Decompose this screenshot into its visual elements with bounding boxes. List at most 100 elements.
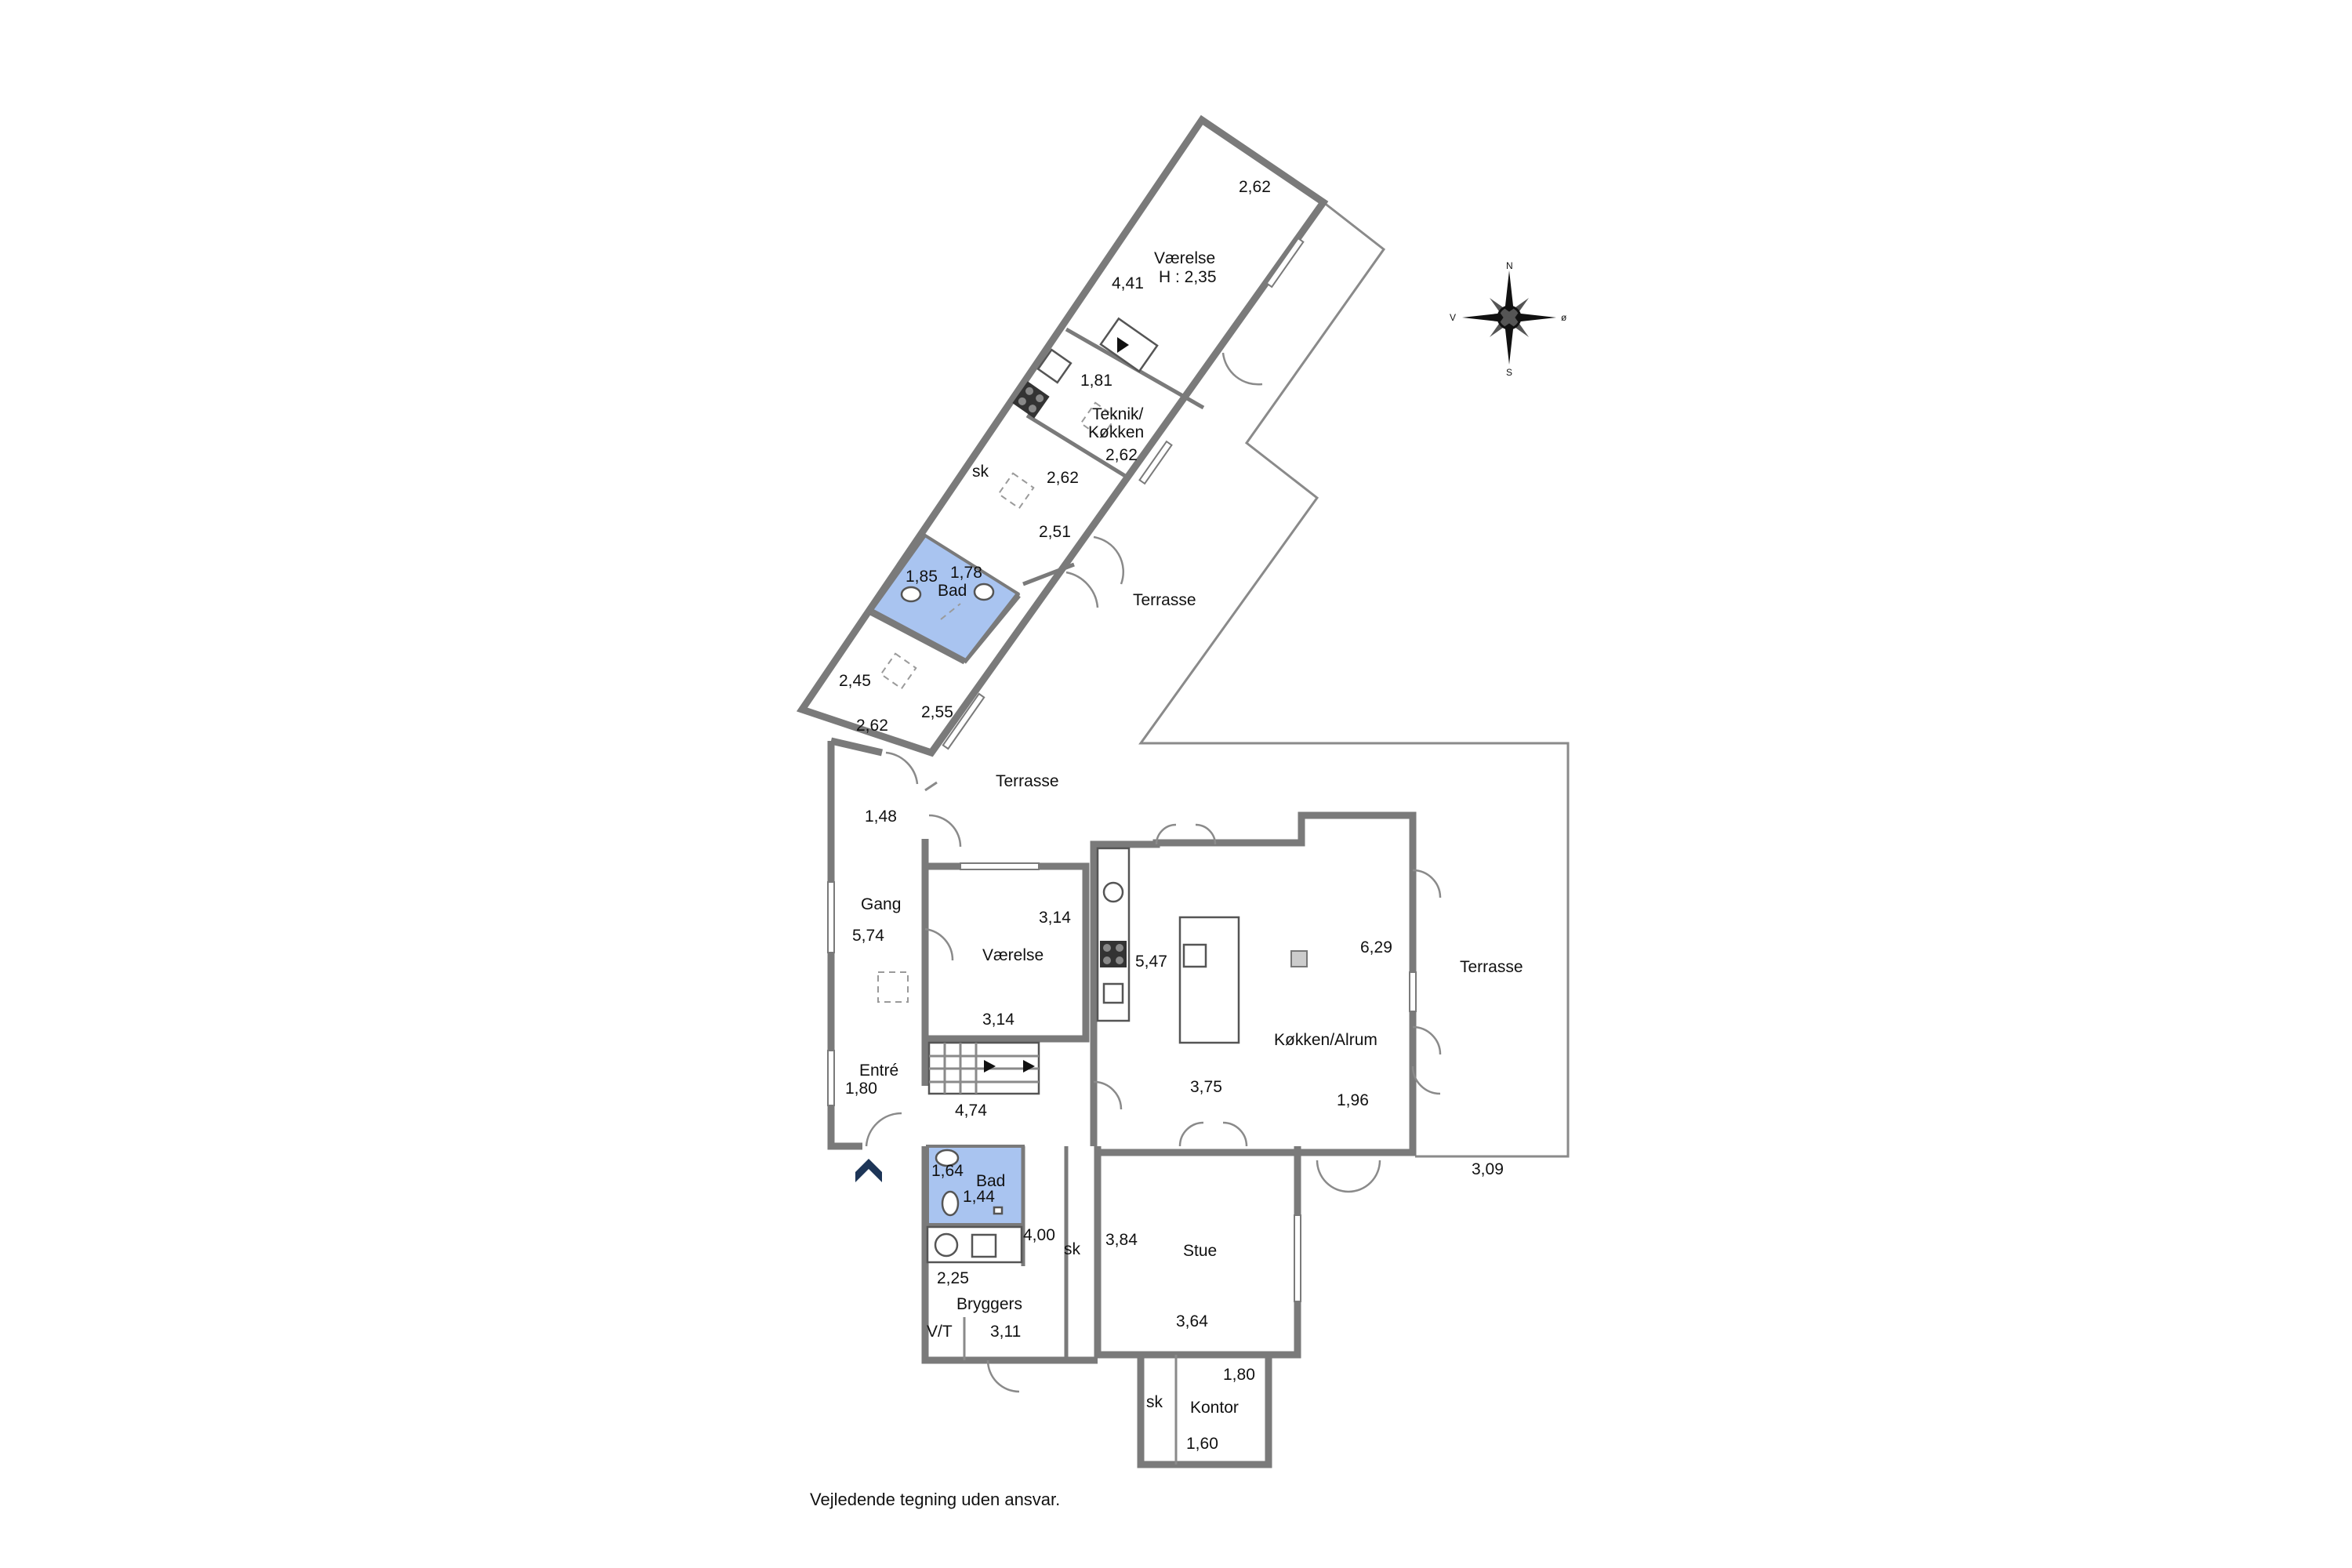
- dimension-label: 2,62: [856, 717, 888, 735]
- dimension-label: 1,44: [963, 1188, 995, 1206]
- door-arc-kitchen-top-l: [1155, 823, 1177, 845]
- door-arc-kitchen-east-3: [1411, 1065, 1441, 1095]
- door-arc-stue-terr-l: [1316, 1160, 1349, 1193]
- column-icon: [1290, 950, 1308, 967]
- dimension-label: 5,47: [1135, 953, 1167, 971]
- door-arc-stue-l: [1178, 1121, 1204, 1147]
- door-arc-stue-r: [1222, 1121, 1248, 1147]
- washbasin-icon-bottom: [935, 1149, 960, 1167]
- toilet-icon-bottom: [941, 1190, 960, 1217]
- room-label-terrasse-1: Terrasse: [1133, 591, 1196, 609]
- washing-machine-icon: [934, 1232, 959, 1258]
- dimension-label: 5,74: [852, 927, 884, 945]
- annex-wall-bad-bottom: [869, 611, 966, 665]
- windows: [827, 237, 1417, 1302]
- abbrev-vt: V/T: [927, 1323, 953, 1341]
- annex-wall-corridor: [1022, 562, 1075, 586]
- door-arc-gang: [928, 814, 962, 848]
- kitchen-outer-wall: [1090, 811, 1417, 1156]
- door-arc-entre: [865, 1112, 902, 1147]
- disclaimer-note: Vejledende tegning uden ansvar.: [810, 1490, 1060, 1509]
- door-arc-kitchen-hall: [1093, 1080, 1123, 1110]
- dimension-label: 1,48: [865, 808, 897, 826]
- dimension-label: 1,85: [906, 568, 938, 586]
- annex-stove-icon: [1012, 381, 1050, 419]
- dimension-label: 1,78: [950, 564, 982, 582]
- dishwasher-icon: [1102, 982, 1124, 1004]
- room-label-stue: Stue: [1183, 1242, 1217, 1260]
- annex-wall-teknik-gang: [1025, 413, 1131, 481]
- compass-v: V: [1450, 312, 1456, 323]
- dimension-label: 1,64: [931, 1162, 964, 1180]
- entrance-arrow-icon: [855, 1159, 882, 1182]
- dimension-label: 6,29: [1360, 938, 1392, 956]
- dimension-label: 1,80: [1223, 1366, 1255, 1384]
- stair-arrow-icon: [984, 1060, 996, 1073]
- room-label-vaerelse-top: Værelse: [1154, 249, 1215, 267]
- dimension-label: 1,96: [1337, 1091, 1369, 1109]
- bryggers-sink-icon: [971, 1233, 997, 1258]
- door-arc-vaerelse-top: [1221, 352, 1263, 386]
- stove-icon: [1100, 941, 1127, 967]
- dimension-label: 3,14: [982, 1011, 1014, 1029]
- abbrev-sk-bryggers: sk: [1064, 1240, 1081, 1258]
- room-label-teknik-2: Køkken: [1088, 423, 1144, 441]
- bryggers-wall: [921, 1146, 1098, 1364]
- room-label-bad-bottom: Bad: [976, 1172, 1005, 1190]
- stair-arrow-icon-2: [1023, 1060, 1035, 1073]
- room-label-entre: Entré: [859, 1062, 898, 1080]
- door-arc-teknik: [1093, 535, 1125, 585]
- dimension-label: 3,75: [1190, 1078, 1222, 1096]
- terrace-left-edge: [924, 781, 938, 792]
- dimension-label: 2,45: [839, 672, 871, 690]
- dimension-label: 2,51: [1039, 523, 1071, 541]
- compass-o: ø: [1561, 312, 1567, 323]
- door-arc-vaerelse-mid: [924, 927, 954, 961]
- dimension-label: 2,62: [1239, 178, 1271, 196]
- room-label-bryggers: Bryggers: [956, 1295, 1022, 1313]
- door-arc-kitchen-east-2: [1412, 1025, 1442, 1055]
- dimension-label: 3,11: [990, 1323, 1021, 1341]
- annex-wing-outer-wall: [796, 114, 1329, 757]
- door-arc-stue-terr-r: [1348, 1160, 1381, 1193]
- drain-icon: [993, 1206, 1004, 1215]
- kitchen-sink-icon: [1182, 943, 1207, 968]
- kitchen-fan-icon: [1102, 881, 1124, 903]
- main-house-west-wall: [827, 741, 862, 1150]
- dimension-label: 3,84: [1105, 1231, 1138, 1249]
- room-label-kokken: Køkken/Alrum: [1274, 1031, 1377, 1049]
- room-label-terrasse-2: Terrasse: [996, 772, 1059, 790]
- hatch-gang-annex: [997, 472, 1035, 510]
- door-arc-bryggers: [986, 1359, 1020, 1393]
- dimension-label: 2,62: [1105, 446, 1138, 464]
- door-arc-kitchen-east-1: [1412, 869, 1442, 898]
- compass-rose-icon: N S V ø: [1450, 260, 1567, 378]
- dimension-label: 1,80: [845, 1080, 877, 1098]
- room-label-kontor: Kontor: [1190, 1399, 1239, 1417]
- hatch-gang: [877, 971, 909, 1003]
- compass-n: N: [1506, 260, 1513, 271]
- dimension-label: 3,64: [1176, 1312, 1208, 1330]
- dimension-label: 1,60: [1186, 1435, 1218, 1453]
- door-arc-annex-terrace: [1065, 571, 1099, 608]
- terrace-upper-outline: [1138, 201, 1570, 1158]
- bad-top-wet-room: [869, 533, 1020, 662]
- dimension-label: 2,25: [937, 1269, 969, 1287]
- dimension-label: 3,14: [1039, 909, 1071, 927]
- hatch-annex-lower: [880, 652, 917, 690]
- abbrev-sk-kontor: sk: [1146, 1393, 1163, 1411]
- door-arc-annex-gang: [885, 751, 919, 785]
- abbrev-sk-annex: sk: [972, 463, 989, 481]
- hatch-teknik: [1080, 401, 1117, 439]
- room-label-bad-top: Bad: [938, 582, 967, 600]
- washbasin-icon-top: [973, 583, 995, 601]
- compass-s: S: [1506, 367, 1512, 378]
- room-label-vaerelse-mid: Værelse: [982, 946, 1044, 964]
- kitchen-island: [1178, 916, 1240, 1044]
- toilet-icon-top: [900, 586, 922, 603]
- dimension-label: 2,55: [921, 703, 953, 721]
- room-label-terrasse-3: Terrasse: [1460, 958, 1523, 976]
- room-label-vaerelse-top-height: H : 2,35: [1159, 268, 1217, 286]
- dimension-label: 4,00: [1023, 1226, 1055, 1244]
